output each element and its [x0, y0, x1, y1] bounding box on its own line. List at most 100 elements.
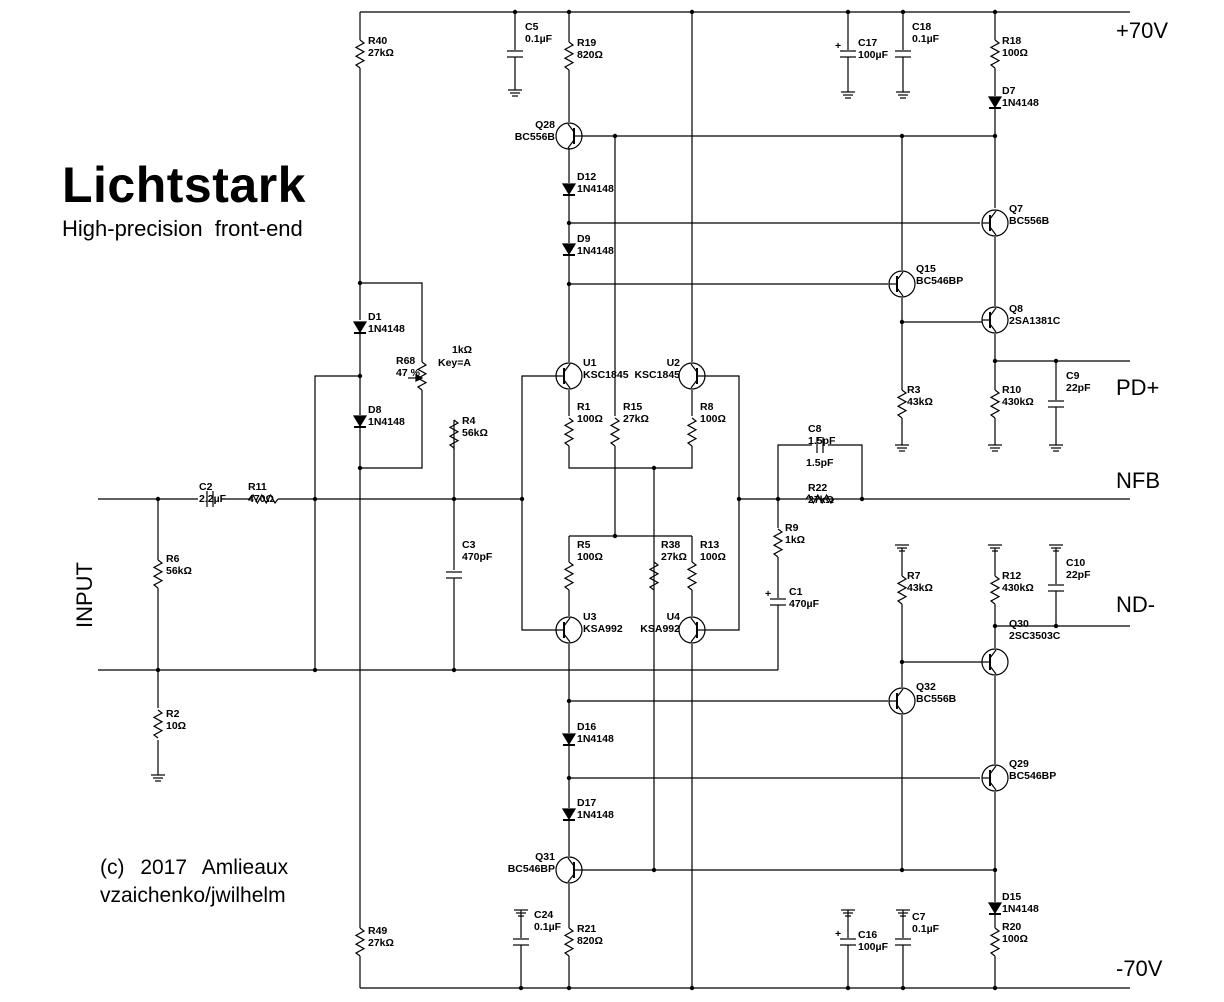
pd-port-label: PD+ — [1116, 375, 1160, 400]
transistor-emitter — [989, 781, 997, 791]
label-c16: C16 — [858, 929, 877, 941]
value-d1: 1N4148 — [368, 323, 405, 335]
label-d16: D16 — [577, 721, 596, 733]
label-d7: D7 — [1002, 85, 1016, 97]
value-d15: 1N4148 — [1002, 903, 1039, 915]
wire — [568, 446, 693, 469]
junction-dot — [451, 667, 457, 673]
resistor — [152, 709, 164, 739]
value-d9: 1N4148 — [577, 245, 614, 257]
negative-rail-label: -70V — [1116, 956, 1163, 981]
junction-dot — [566, 775, 572, 781]
transistor-emitter — [896, 704, 904, 714]
label-r21: R21 — [577, 923, 596, 935]
junction-dot — [1053, 623, 1059, 629]
label-d15: D15 — [1002, 891, 1021, 903]
label-q8: Q8 — [1009, 303, 1023, 315]
junction-dot — [651, 867, 657, 873]
value-r6: 56kΩ — [166, 565, 192, 577]
label-c5: C5 — [525, 21, 539, 33]
label-r19: R19 — [577, 37, 596, 49]
resistor — [686, 417, 698, 447]
label-c17: C17 — [858, 37, 877, 49]
label-r4: R4 — [462, 415, 476, 427]
value-c16: 100µF — [858, 941, 889, 953]
value-d16: 1N4148 — [577, 733, 614, 745]
transistor-collector — [989, 649, 997, 659]
wire — [777, 444, 812, 499]
junction-dot — [312, 667, 318, 673]
label-r13: R13 — [700, 539, 719, 551]
junction-dot — [992, 985, 998, 991]
junction-dot — [899, 867, 905, 873]
label-q32: Q32 — [916, 681, 936, 693]
transistor-collector — [563, 617, 571, 627]
junction-dot — [566, 220, 572, 226]
value-r19: 820Ω — [577, 49, 603, 61]
polarity-mark: + — [835, 928, 841, 940]
label-r22: R22 — [808, 482, 827, 494]
junction-dot — [519, 496, 525, 502]
resistor — [989, 39, 1001, 69]
junction-dot — [899, 319, 905, 325]
value-r40: 27kΩ — [368, 47, 394, 59]
value-d8: 1N4148 — [368, 416, 405, 428]
resistor — [563, 561, 575, 591]
junction-dot — [900, 985, 906, 991]
diode-body — [352, 321, 368, 334]
junction-dot — [357, 373, 363, 379]
value-r21: 820Ω — [577, 935, 603, 947]
value-c7: 0.1µF — [912, 923, 940, 935]
value-q8: 2SA1381C — [1009, 315, 1061, 327]
junction-dot — [566, 9, 572, 15]
label-u1: U1 — [583, 357, 597, 369]
value-c1: 470µF — [789, 598, 820, 610]
value-c5: 0.1µF — [525, 33, 553, 45]
wire — [828, 444, 863, 499]
credit-line-2: vzaichenko/jwilhelm — [100, 884, 286, 907]
label-c3: C3 — [462, 539, 476, 551]
label-r7: R7 — [907, 570, 921, 582]
label-q30: Q30 — [1009, 618, 1029, 630]
value-u1: KSC1845 — [583, 369, 629, 381]
resistor — [609, 417, 621, 447]
credit-line-1: (c) 2017 Amlieaux — [100, 856, 289, 879]
junction-dot — [900, 9, 906, 15]
label-r20: R20 — [1002, 921, 1021, 933]
label-u3: U3 — [583, 611, 597, 623]
transistor-collector — [989, 765, 997, 775]
value-r49: 27kΩ — [368, 937, 394, 949]
value-r68: 47 % — [396, 367, 421, 379]
junction-dot — [518, 985, 524, 991]
value-r15: 27kΩ — [623, 413, 649, 425]
value-q28: BC556B — [515, 131, 556, 143]
label-c10: C10 — [1066, 557, 1085, 569]
value-r12: 430kΩ — [1002, 582, 1034, 594]
wire — [521, 375, 556, 631]
junction-dot — [689, 985, 695, 991]
junction-dot — [845, 9, 851, 15]
junction-dot — [992, 9, 998, 15]
junction-dot — [899, 133, 905, 139]
label-r8: R8 — [700, 401, 714, 413]
junction-dot — [775, 496, 781, 502]
diode-body — [987, 902, 1003, 915]
value-d17: 1N4148 — [577, 809, 614, 821]
wire — [314, 375, 360, 670]
value-c8-dup: 1.5pF — [806, 457, 834, 469]
label-u4: U4 — [667, 611, 681, 623]
transistor-collector — [896, 271, 904, 281]
junction-dot — [612, 133, 618, 139]
label-c1: C1 — [789, 586, 803, 598]
transistor-emitter — [896, 287, 904, 297]
resistor — [896, 575, 908, 605]
wire — [360, 390, 423, 469]
value-c2: 2.2µF — [199, 493, 227, 505]
label-c9: C9 — [1066, 370, 1080, 382]
label-c8: C8 — [808, 423, 822, 435]
value-c17: 100µF — [858, 49, 889, 61]
resistor — [416, 361, 428, 391]
value-r11: 470Ω — [248, 493, 274, 505]
junction-dot — [845, 985, 851, 991]
